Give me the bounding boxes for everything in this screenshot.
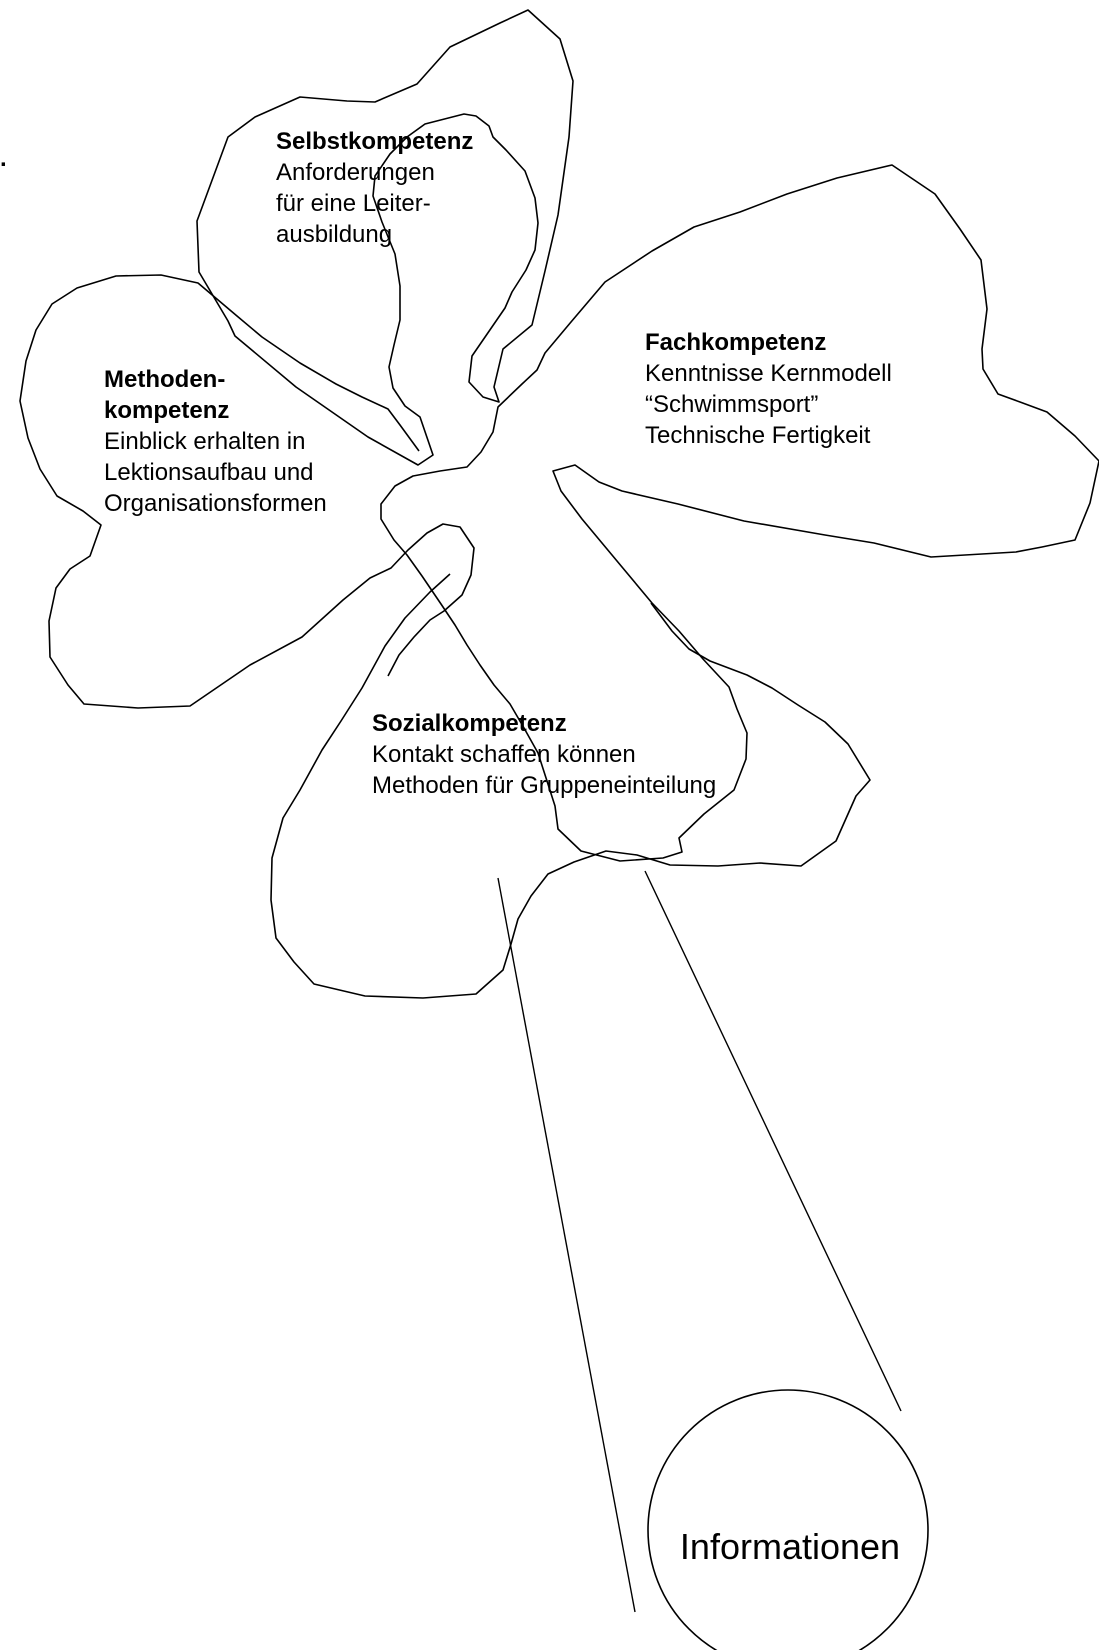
- fachkompetenz-text: Fachkompetenz Kenntnisse Kernmodell “Sch…: [645, 327, 892, 451]
- sozialkompetenz-title: Sozialkompetenz: [372, 710, 567, 737]
- fachkompetenz-line-2: “Schwimmsport”: [645, 391, 819, 418]
- selbstkompetenz-line-3: ausbildung: [276, 221, 393, 248]
- selbstkompetenz-title: Selbstkompetenz: [276, 128, 474, 155]
- stray-mark: .: [0, 145, 7, 172]
- methodenkompetenz-text: Methoden- kompetenz Einblick erhalten in…: [104, 364, 327, 519]
- fachkompetenz-line-1: Kenntnisse Kernmodell: [645, 360, 892, 387]
- stem-left-line: [497, 877, 636, 1613]
- methodenkompetenz-line-1: Einblick erhalten in: [104, 428, 306, 455]
- sozialkompetenz-line-2: Methoden für Gruppeneinteilung: [372, 772, 717, 799]
- methodenkompetenz-line-2: Lektionsaufbau und: [104, 459, 314, 486]
- selbstkompetenz-line-2: für eine Leiter-: [276, 190, 431, 217]
- fachkompetenz-title: Fachkompetenz: [645, 329, 827, 356]
- petal-selbstkompetenz-outline: [196, 9, 574, 466]
- informationen-circle: [647, 1389, 929, 1650]
- methodenkompetenz-title-2: kompetenz: [104, 397, 230, 424]
- sozialkompetenz-text: Sozialkompetenz Kontakt schaffen können …: [372, 708, 716, 801]
- methodenkompetenz-title-1: Methoden-: [104, 366, 226, 393]
- stem-right-line: [644, 870, 902, 1412]
- petal-methodenkompetenz-outline: [19, 274, 475, 709]
- fachkompetenz-line-3: Technische Fertigkeit: [645, 422, 871, 449]
- methodenkompetenz-line-3: Organisationsformen: [104, 490, 327, 517]
- selbstkompetenz-line-1: Anforderungen: [276, 159, 435, 186]
- informationen-label: Informationen: [679, 1526, 901, 1567]
- selbstkompetenz-text: Selbstkompetenz Anforderungen für eine L…: [276, 126, 473, 250]
- petal-fachkompetenz-outline: [380, 164, 1099, 862]
- petal-sozialkompetenz-outline: [270, 573, 871, 999]
- sozialkompetenz-line-1: Kontakt schaffen können: [372, 741, 636, 768]
